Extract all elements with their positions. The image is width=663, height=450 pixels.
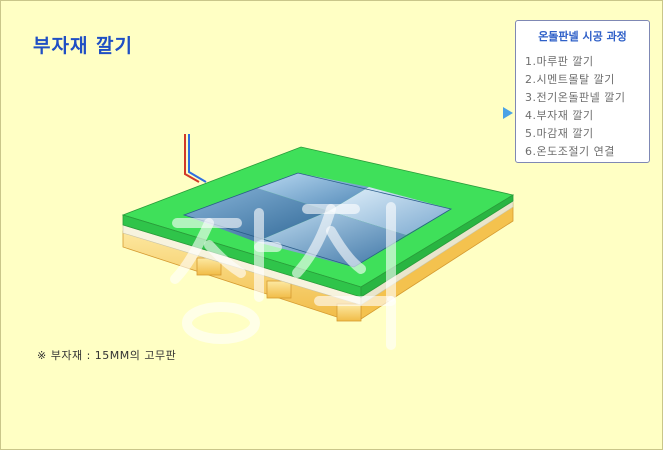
step-item-4[interactable]: 4.부자재 깔기 bbox=[525, 109, 594, 122]
joist-block-3 bbox=[336, 303, 362, 322]
wire-red bbox=[184, 134, 200, 183]
step-item-1[interactable]: 1.마루판 깔기 bbox=[525, 55, 594, 68]
step-item-6[interactable]: 6.온도조절기 연결 bbox=[525, 145, 615, 158]
watermark bbox=[170, 202, 396, 350]
joist-block-2 bbox=[266, 280, 292, 299]
step-item-2[interactable]: 2.시멘트몰탈 깔기 bbox=[525, 73, 615, 86]
step-item-5[interactable]: 5.마감재 깔기 bbox=[525, 127, 594, 140]
wire-blue bbox=[188, 134, 207, 183]
steps-list: 1.마루판 깔기 2.시멘트몰탈 깔기 3.전기온돌판넬 깔기 4.부자재 깔기… bbox=[525, 53, 625, 161]
frame-right-side bbox=[360, 194, 514, 298]
panel-outline bbox=[182, 172, 453, 268]
current-step-marker-icon bbox=[503, 107, 513, 119]
page-title: 부자재 깔기 bbox=[33, 35, 134, 57]
panel-quadrant-top bbox=[257, 173, 369, 211]
steps-panel-title: 온돌판넬 시공 과정 bbox=[538, 30, 627, 43]
steps-panel: 온돌판넬 시공 과정 1.마루판 깔기 2.시멘트몰탈 깔기 3.전기온돌판넬 … bbox=[515, 20, 650, 163]
step-item-3[interactable]: 3.전기온돌판넬 깔기 bbox=[525, 91, 626, 104]
wire-group bbox=[184, 134, 207, 183]
footnote: ※ 부자재 : 15MM의 고무판 bbox=[37, 349, 177, 362]
